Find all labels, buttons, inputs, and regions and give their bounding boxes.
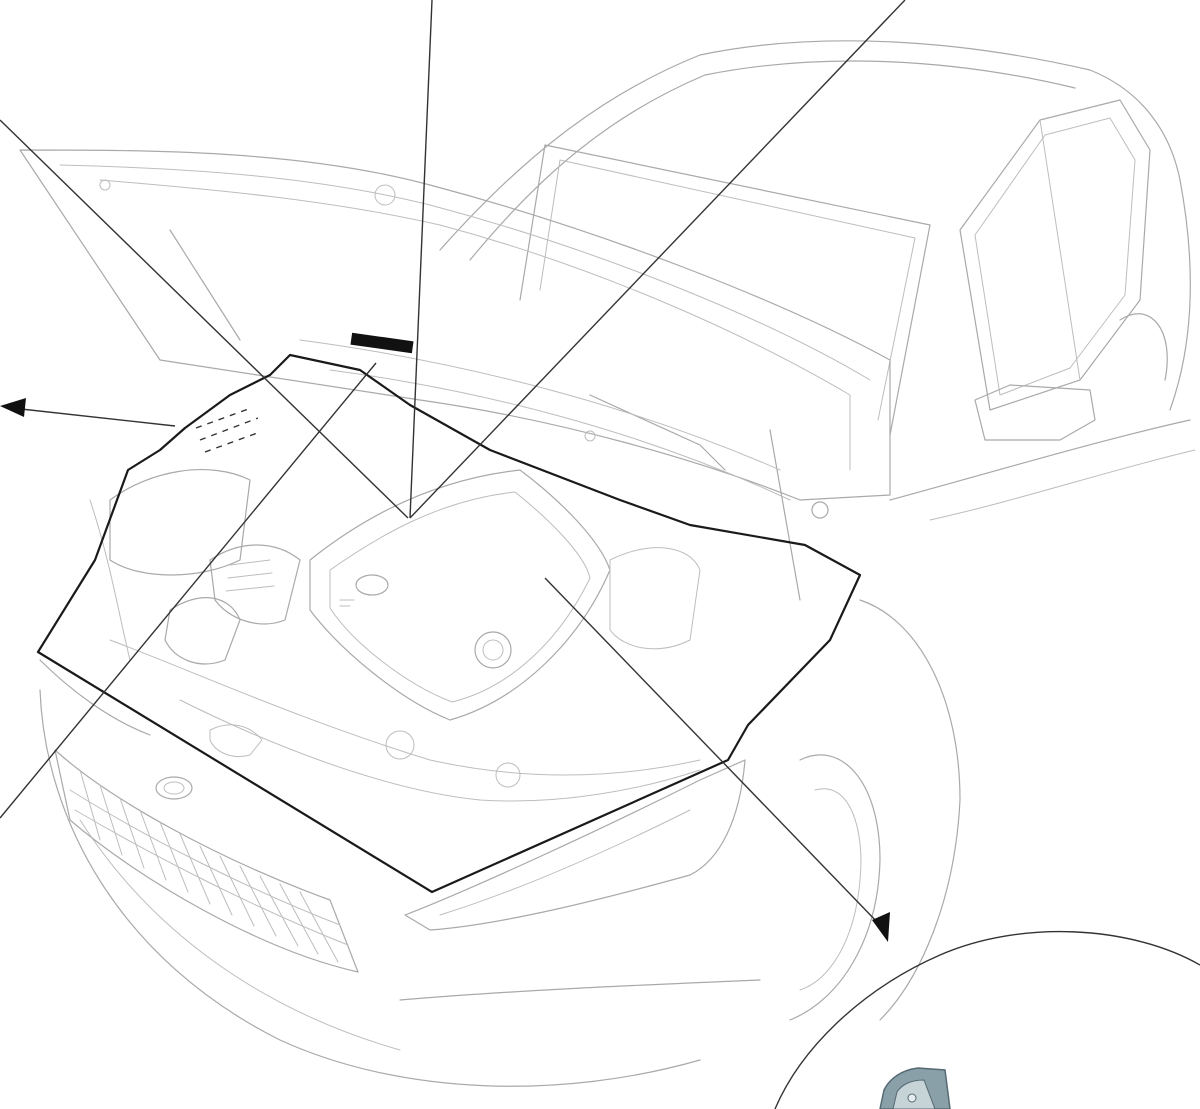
- side-window-inner: [974, 117, 1136, 396]
- leader-line-lower-left: [0, 362, 377, 819]
- leader-lines: [0, 0, 906, 942]
- front-emblem-inner: [163, 781, 185, 795]
- left-headlight: [39, 659, 151, 736]
- oil-filler-cap-inner: [482, 639, 504, 661]
- door-line: [929, 449, 1196, 521]
- windshield: [519, 144, 931, 436]
- right-arrowhead-icon: [872, 912, 890, 942]
- bay-left-edge: [89, 499, 131, 661]
- engine-cover-badge: [339, 599, 355, 607]
- fluid-cap-icon: [385, 730, 415, 760]
- leader-line-top-left: [0, 119, 409, 519]
- fluid-cap-icon-2: [495, 762, 521, 788]
- grille-mesh: [69, 769, 349, 963]
- bay-front-edge: [109, 639, 701, 776]
- b-pillar: [1039, 119, 1081, 381]
- cowl-clip-icon-3: [99, 179, 111, 191]
- leader-line-left-arrow: [11, 407, 176, 427]
- battery-box: [109, 469, 251, 576]
- front-wheel-arch: [789, 754, 881, 1021]
- engine-cover-emblem-icon: [355, 574, 389, 596]
- side-window: [959, 99, 1151, 411]
- air-intake-ribs: [225, 559, 275, 592]
- engine-bay: [89, 469, 701, 802]
- hood-strut-left: [169, 229, 241, 341]
- vent-marker: [195, 407, 261, 453]
- wiper-arm: [589, 394, 726, 471]
- cowl-clip-icon-2: [374, 184, 396, 206]
- detail-callout: [774, 930, 1200, 1109]
- strut-mount-icon: [811, 501, 829, 519]
- detail-part-icon: [879, 1067, 951, 1109]
- rocker: [399, 979, 761, 1001]
- leader-line-top-right: [409, 0, 906, 519]
- leader-line-top-center: [409, 0, 433, 519]
- hood-underside: [99, 179, 851, 471]
- cowl-clip-icon: [584, 430, 596, 442]
- side-character-line: [889, 419, 1191, 501]
- hood-outline: [36, 353, 862, 894]
- hood-panel: [19, 149, 891, 501]
- roof-line: [439, 40, 1181, 251]
- cowl-line: [299, 339, 781, 471]
- coolant-reservoir: [164, 597, 241, 665]
- roof-inner-line: [469, 60, 1076, 261]
- cowl-line-2: [329, 369, 791, 501]
- front-wheel: [799, 788, 862, 991]
- hood-strut-right: [769, 429, 801, 601]
- front-fender: [859, 599, 961, 1021]
- oil-filler-cap-icon: [474, 631, 512, 669]
- windshield-inner: [539, 159, 916, 421]
- radiator-support: [179, 699, 701, 802]
- engine-cover: [309, 469, 611, 721]
- front-bumper: [39, 689, 701, 1087]
- detail-callout-circle: [774, 930, 1200, 1109]
- hood-latch-area: [209, 724, 263, 757]
- bumper-lower-line: [79, 819, 401, 1051]
- front-emblem-icon: [155, 776, 193, 800]
- hood-inner-frame: [59, 164, 871, 381]
- label-marker: [350, 332, 414, 354]
- right-headlight-inner: [439, 809, 691, 916]
- air-intake-duct: [209, 544, 301, 625]
- right-bay-components: [609, 547, 701, 650]
- open-hood: [19, 149, 891, 601]
- rear-wheel-hint: [1119, 313, 1168, 381]
- side-mirror-icon: [974, 384, 1096, 441]
- rear-quarter: [1169, 179, 1191, 411]
- car-body: [39, 40, 1196, 1087]
- front-grille: [54, 749, 359, 973]
- left-arrowhead-icon: [0, 398, 26, 417]
- engine-cover-inner: [329, 491, 591, 703]
- leader-line-right-arrow: [544, 577, 881, 926]
- right-headlight: [404, 759, 746, 931]
